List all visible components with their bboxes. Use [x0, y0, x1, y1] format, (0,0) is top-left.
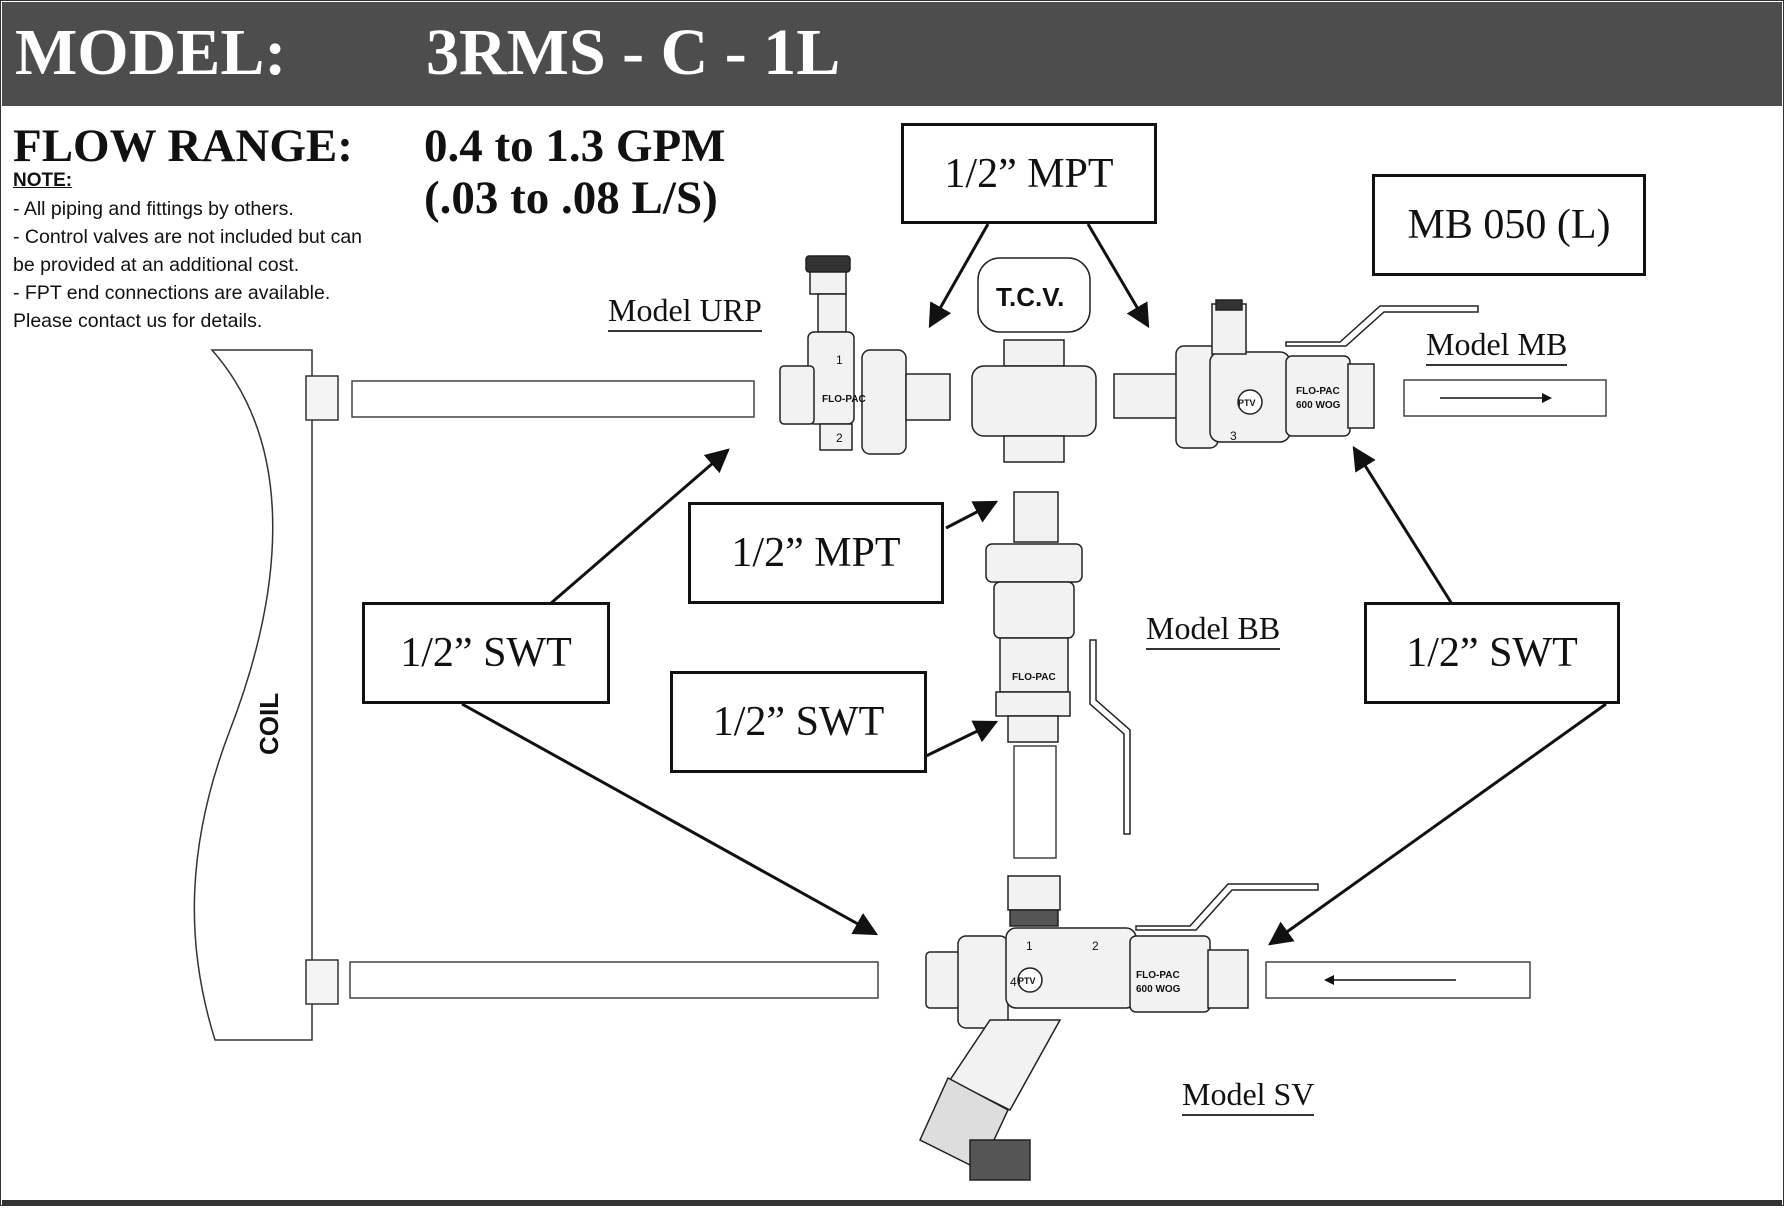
- arrow-swt-right-up: [1352, 445, 1454, 605]
- supply-pipe: [351, 380, 755, 418]
- callout-swt-left: 1/2” SWT: [362, 602, 610, 704]
- note-line: Please contact us for details.: [13, 310, 263, 332]
- note-line: - All piping and fittings by others.: [13, 198, 294, 220]
- brand-mark: FLO-PAC: [822, 394, 866, 405]
- brand-mark: FLO-PAC: [1136, 970, 1180, 981]
- note-line: - Control valves are not included but ca…: [13, 226, 363, 248]
- ptv-mark: PTV: [1018, 976, 1036, 986]
- model-bb-label: Model BB: [1146, 610, 1281, 650]
- urp-valve: 1 2 FLO-PAC: [779, 255, 951, 455]
- pipes: [349, 379, 1607, 999]
- arrow-mpt-left: [928, 223, 990, 329]
- port-number: 3: [1230, 429, 1237, 443]
- port-number: 2: [836, 431, 843, 445]
- brand-mark: FLO-PAC: [1012, 672, 1056, 683]
- sv-inlet-pipe: [1265, 961, 1531, 999]
- bottom-border: [2, 1200, 1782, 1206]
- note-line: be provided at an additional cost.: [13, 254, 300, 276]
- brand-mark: FLO-PAC: [1296, 386, 1340, 397]
- model-urp-label: Model URP: [608, 292, 762, 332]
- coil: [193, 349, 339, 1041]
- port-number: 1: [836, 353, 843, 367]
- ptv-mark: PTV: [1238, 398, 1256, 408]
- callout-swt-right: 1/2” SWT: [1364, 602, 1620, 704]
- arrow-swt-left-down: [461, 702, 879, 936]
- flow-range-label: FLOW RANGE:: [13, 120, 353, 172]
- bb-valve: FLO-PAC: [985, 491, 1131, 835]
- callout-mb-size: MB 050 (L): [1372, 174, 1646, 276]
- callout-mpt-top: 1/2” MPT: [901, 123, 1157, 224]
- arrow-swt-right-down: [1268, 702, 1607, 946]
- model-sv-label: Model SV: [1182, 1076, 1315, 1116]
- flow-range-ls: (.03 to .08 L/S): [424, 172, 718, 224]
- title-bar: MODEL: 3RMS - C - 1L: [2, 2, 1782, 106]
- callout-swt-center: 1/2” SWT: [670, 671, 927, 773]
- arrow-mpt-middle: [945, 500, 999, 530]
- sv-valve: 1 2 4 FLO-PAC 600 WOG PTV: [919, 875, 1319, 1181]
- model-label: MODEL:: [15, 16, 287, 89]
- port-number: 1: [1026, 939, 1033, 953]
- note-line: - FPT end connections are available.: [13, 282, 331, 304]
- model-mb-label: Model MB: [1426, 326, 1568, 366]
- arrow-mpt-right: [1086, 223, 1150, 329]
- tcv-valve: [971, 257, 1097, 463]
- arrow-swt-center: [925, 720, 999, 758]
- rating-mark: 600 WOG: [1136, 984, 1181, 995]
- arrow-swt-left-up: [549, 448, 730, 606]
- bb-drop-pipe: [1013, 745, 1057, 859]
- leader-arrows: [461, 223, 1607, 946]
- port-number: 4: [1010, 975, 1017, 989]
- tcv-label: T.C.V.: [996, 282, 1064, 312]
- mb-valve: 3 FLO-PAC 600 WOG PTV: [1113, 299, 1479, 449]
- callout-mpt-middle: 1/2” MPT: [688, 502, 944, 604]
- flow-range-gpm: 0.4 to 1.3 GPM: [424, 120, 726, 172]
- coil-label: COIL: [254, 693, 284, 755]
- port-number: 2: [1092, 939, 1099, 953]
- model-number: 3RMS - C - 1L: [426, 16, 841, 89]
- note-heading: NOTE:: [13, 170, 73, 191]
- rating-mark: 600 WOG: [1296, 400, 1341, 411]
- return-pipe: [349, 961, 879, 999]
